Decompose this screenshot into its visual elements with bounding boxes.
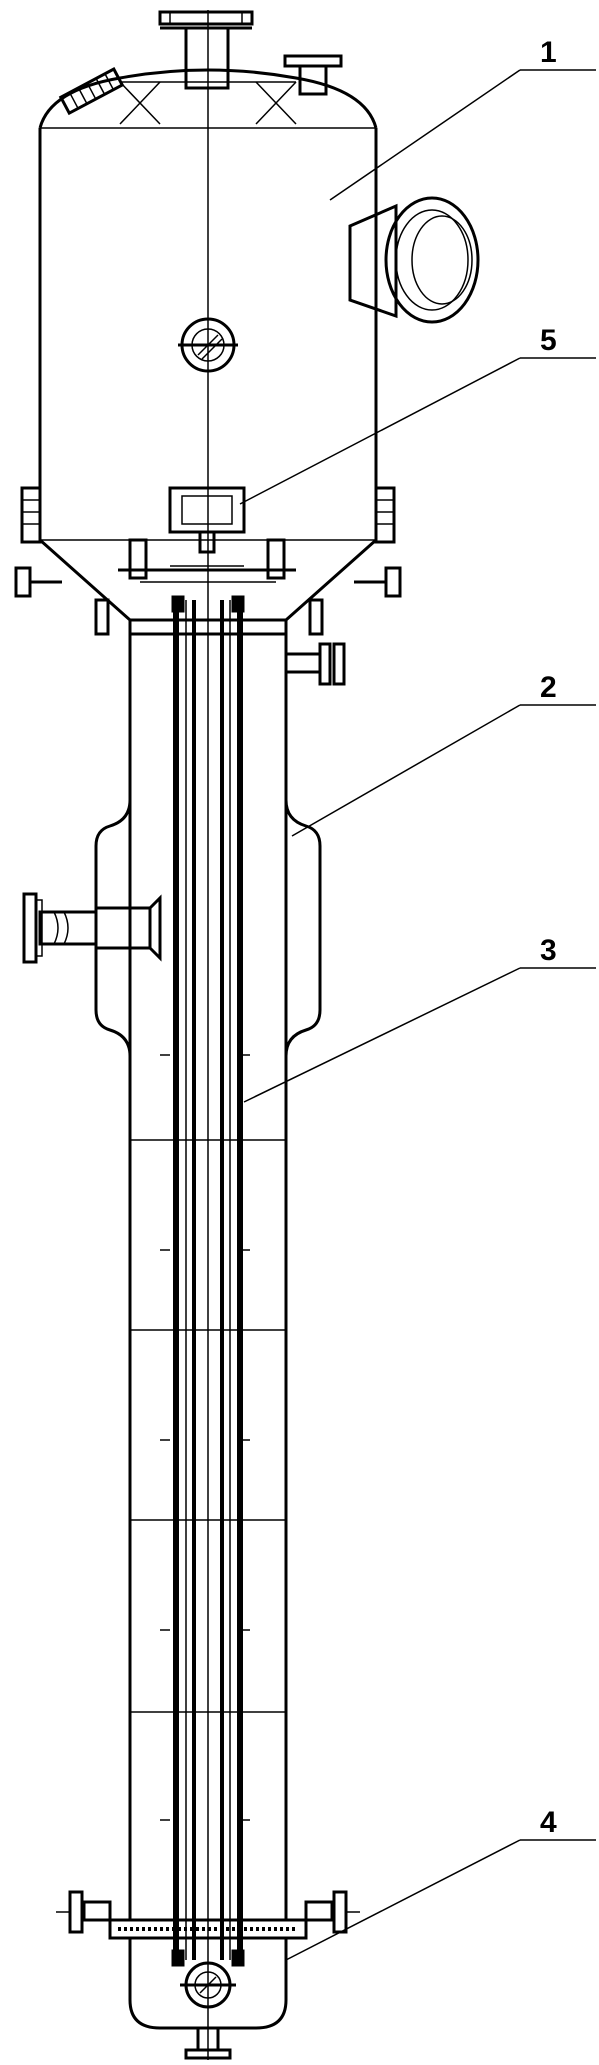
- expansion-right: [284, 799, 322, 1057]
- separator-vessel: [14, 10, 480, 636]
- label-2: 2: [540, 671, 557, 704]
- bottom-drain-nozzle: [184, 2026, 232, 2060]
- label-5: 5: [540, 324, 557, 357]
- heating-shell: [22, 618, 360, 1940]
- label-1: 1: [540, 36, 557, 69]
- heating-tubes: [171, 595, 245, 1967]
- bottom-chamber: [128, 1938, 288, 2060]
- bottom-side-nozzles: [56, 1890, 360, 1934]
- shell-right-nozzle: [284, 642, 346, 686]
- leader-lines: [239, 69, 596, 1961]
- top-left-angled-nozzle: [58, 67, 125, 116]
- distributor-5: [118, 486, 296, 583]
- label-3: 3: [540, 934, 557, 967]
- manhole-lower: [180, 1961, 236, 2009]
- label-4: 4: [540, 1806, 557, 1839]
- support-lugs: [14, 486, 402, 636]
- side-outlet-flange: [348, 196, 480, 324]
- steam-inlet-nozzle: [22, 892, 162, 964]
- expansion-left: [94, 799, 132, 1057]
- top-outlet-nozzle: [158, 10, 254, 90]
